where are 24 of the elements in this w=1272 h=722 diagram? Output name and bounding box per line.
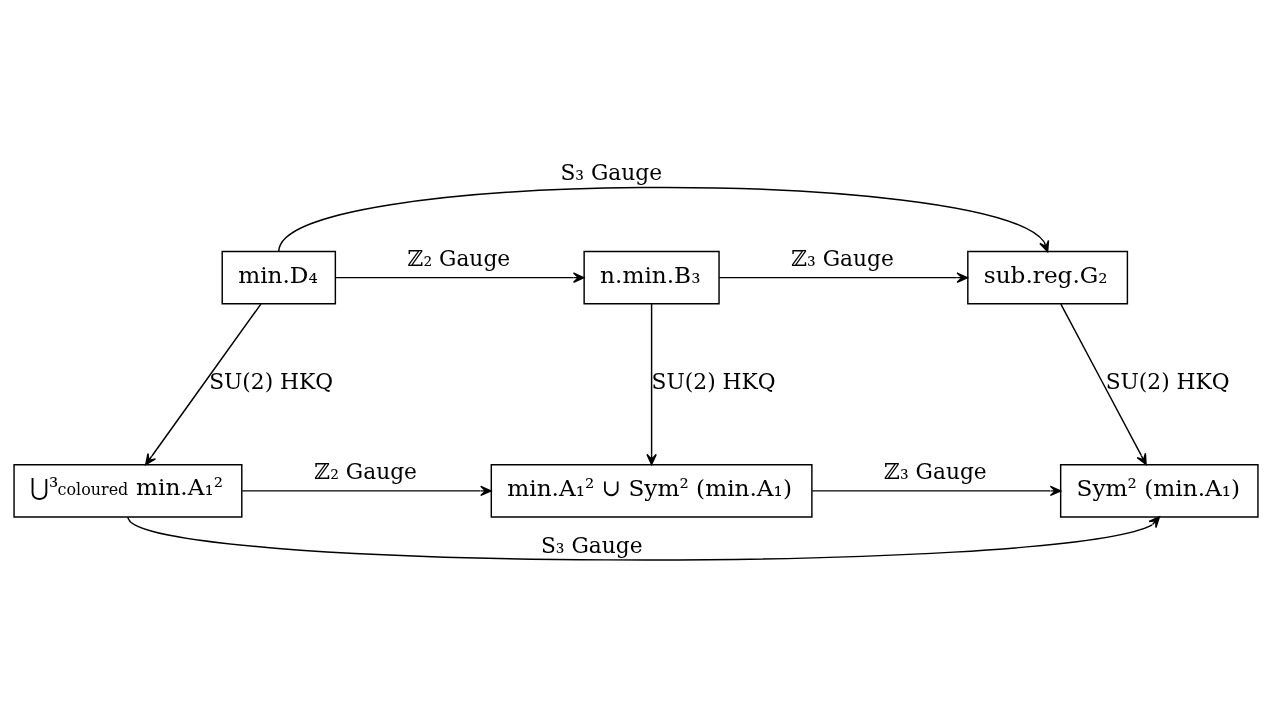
- arrow: [646, 302, 657, 465]
- arrow: [811, 485, 1062, 496]
- edge-label: SU(2) HKQ: [209, 368, 334, 394]
- edge-label: ℤ₃ Gauge: [791, 245, 894, 271]
- edge-label: ℤ₂ Gauge: [314, 458, 417, 484]
- node-box: min.A₁² ∪ Sym² (min.A₁): [490, 463, 813, 518]
- node-box: ⋃³coloured min.A₁²: [13, 463, 243, 518]
- node-box: n.min.B₃: [583, 250, 720, 304]
- edge-label: SU(2) HKQ: [1105, 368, 1230, 394]
- edge-label: S₃ Gauge: [540, 532, 643, 558]
- arrow: [241, 485, 492, 496]
- edge-label: S₃ Gauge: [560, 159, 663, 185]
- arrow: [718, 271, 968, 283]
- arrow: [127, 515, 1161, 561]
- node-box: min.D₄: [221, 250, 337, 304]
- edge-label: ℤ₂ Gauge: [407, 245, 511, 271]
- arrow: [1060, 302, 1147, 465]
- arrow: [278, 186, 1050, 252]
- edge-label: ℤ₃ Gauge: [884, 458, 987, 484]
- edge-label: SU(2) HKQ: [651, 368, 776, 394]
- node-box: sub.reg.G₂: [967, 250, 1129, 304]
- node-box: Sym² (min.A₁): [1059, 463, 1259, 518]
- arrow: [334, 271, 585, 283]
- arrow: [145, 302, 262, 465]
